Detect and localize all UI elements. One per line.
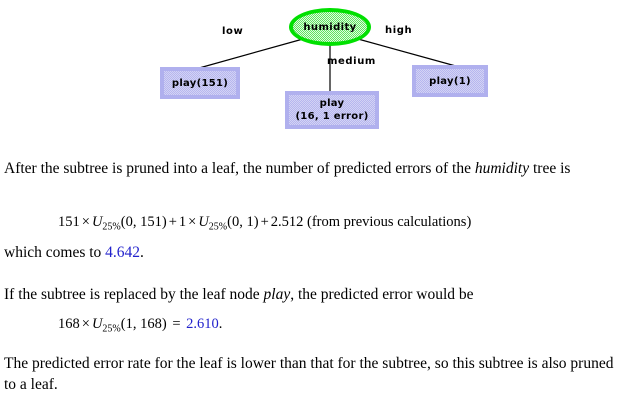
eq1-plus2: + <box>260 214 269 230</box>
edge-label-medium: medium <box>327 56 376 67</box>
tree-leaf-play-151-line1: play(151) <box>171 77 229 89</box>
eq1-times1: × <box>81 214 90 230</box>
eq2-period: . <box>218 316 223 332</box>
eq1-u1-symbol: U <box>91 214 103 230</box>
tree-node-humidity-label: humidity <box>303 21 357 33</box>
eq1-coeff2: 1 <box>178 214 187 230</box>
tree-leaf-play-16-line1: play <box>319 98 345 109</box>
eq1-u2-subscript: 25% <box>208 221 228 233</box>
eq2-coeff: 168 <box>58 316 80 332</box>
edge-high <box>357 38 464 69</box>
paragraph-1-emphasis-humidity: humidity <box>474 160 530 177</box>
eq2-u-symbol: U <box>91 316 103 332</box>
tree-edges-svg <box>191 38 464 92</box>
paragraph-1: After the subtree is pruned into a leaf,… <box>0 158 624 179</box>
eq1-plus1: + <box>168 214 177 230</box>
tree-leaf-play-151[interactable]: play(151) <box>160 67 240 99</box>
eq2-u-args: (1, 168) <box>120 316 167 332</box>
tree-leaf-play-16[interactable]: play (16, 1 error) <box>285 91 379 129</box>
paragraph-1-text-before: After the subtree is pruned into a leaf,… <box>4 160 475 177</box>
tree-leaf-play-1[interactable]: play(1) <box>412 65 488 97</box>
eq1-constant: 2.512 <box>270 214 304 230</box>
eq2-u-subscript: 25% <box>102 323 121 335</box>
tree-node-humidity[interactable]: humidity <box>289 8 371 46</box>
eq1-u2-args: (0, 1) <box>227 214 259 230</box>
eq1-note: (from previous calculations) <box>307 214 472 230</box>
which-comes-to-value: 4.642 <box>105 244 141 261</box>
paragraph-3: The predicted error rate for the leaf is… <box>4 355 614 393</box>
eq1-u2-symbol: U <box>198 214 209 230</box>
edge-low <box>191 38 304 71</box>
eq1-u1-subscript: 25% <box>102 221 121 233</box>
which-comes-to-label: which comes to <box>4 244 106 261</box>
edge-label-low: low <box>222 26 244 37</box>
paragraph-2-emphasis-play: play <box>263 286 291 303</box>
eq1-times2: × <box>188 214 197 230</box>
which-comes-to-line: which comes to 4.642. <box>4 244 144 262</box>
edge-label-high: high <box>385 25 413 36</box>
eq2-times: × <box>81 316 90 332</box>
equation-2: 168×U25%(1, 168) = 2.610. <box>58 316 222 335</box>
which-comes-to-period: . <box>140 244 144 261</box>
equation-1: 151×U25%(0, 151)+1×U25%(0, 1)+2.512 (fro… <box>58 214 471 233</box>
eq2-result: 2.610 <box>186 316 219 332</box>
eq1-u1-args: (0, 151) <box>120 214 167 230</box>
paragraph-1-text-after: tree is <box>529 160 571 177</box>
paragraph-2-text-after: , the predicted error would be <box>290 286 474 303</box>
decision-tree-figure: humidity low medium high play(151) play … <box>0 0 626 140</box>
eq1-coeff1: 151 <box>58 214 80 230</box>
eq2-equals: = <box>172 316 181 332</box>
tree-leaf-play-1-line1: play(1) <box>429 75 471 87</box>
paragraph-2-text-before: If the subtree is replaced by the leaf n… <box>4 286 264 303</box>
tree-leaf-play-16-line2: (16, 1 error) <box>295 111 369 122</box>
paragraph-2: If the subtree is replaced by the leaf n… <box>0 284 624 305</box>
